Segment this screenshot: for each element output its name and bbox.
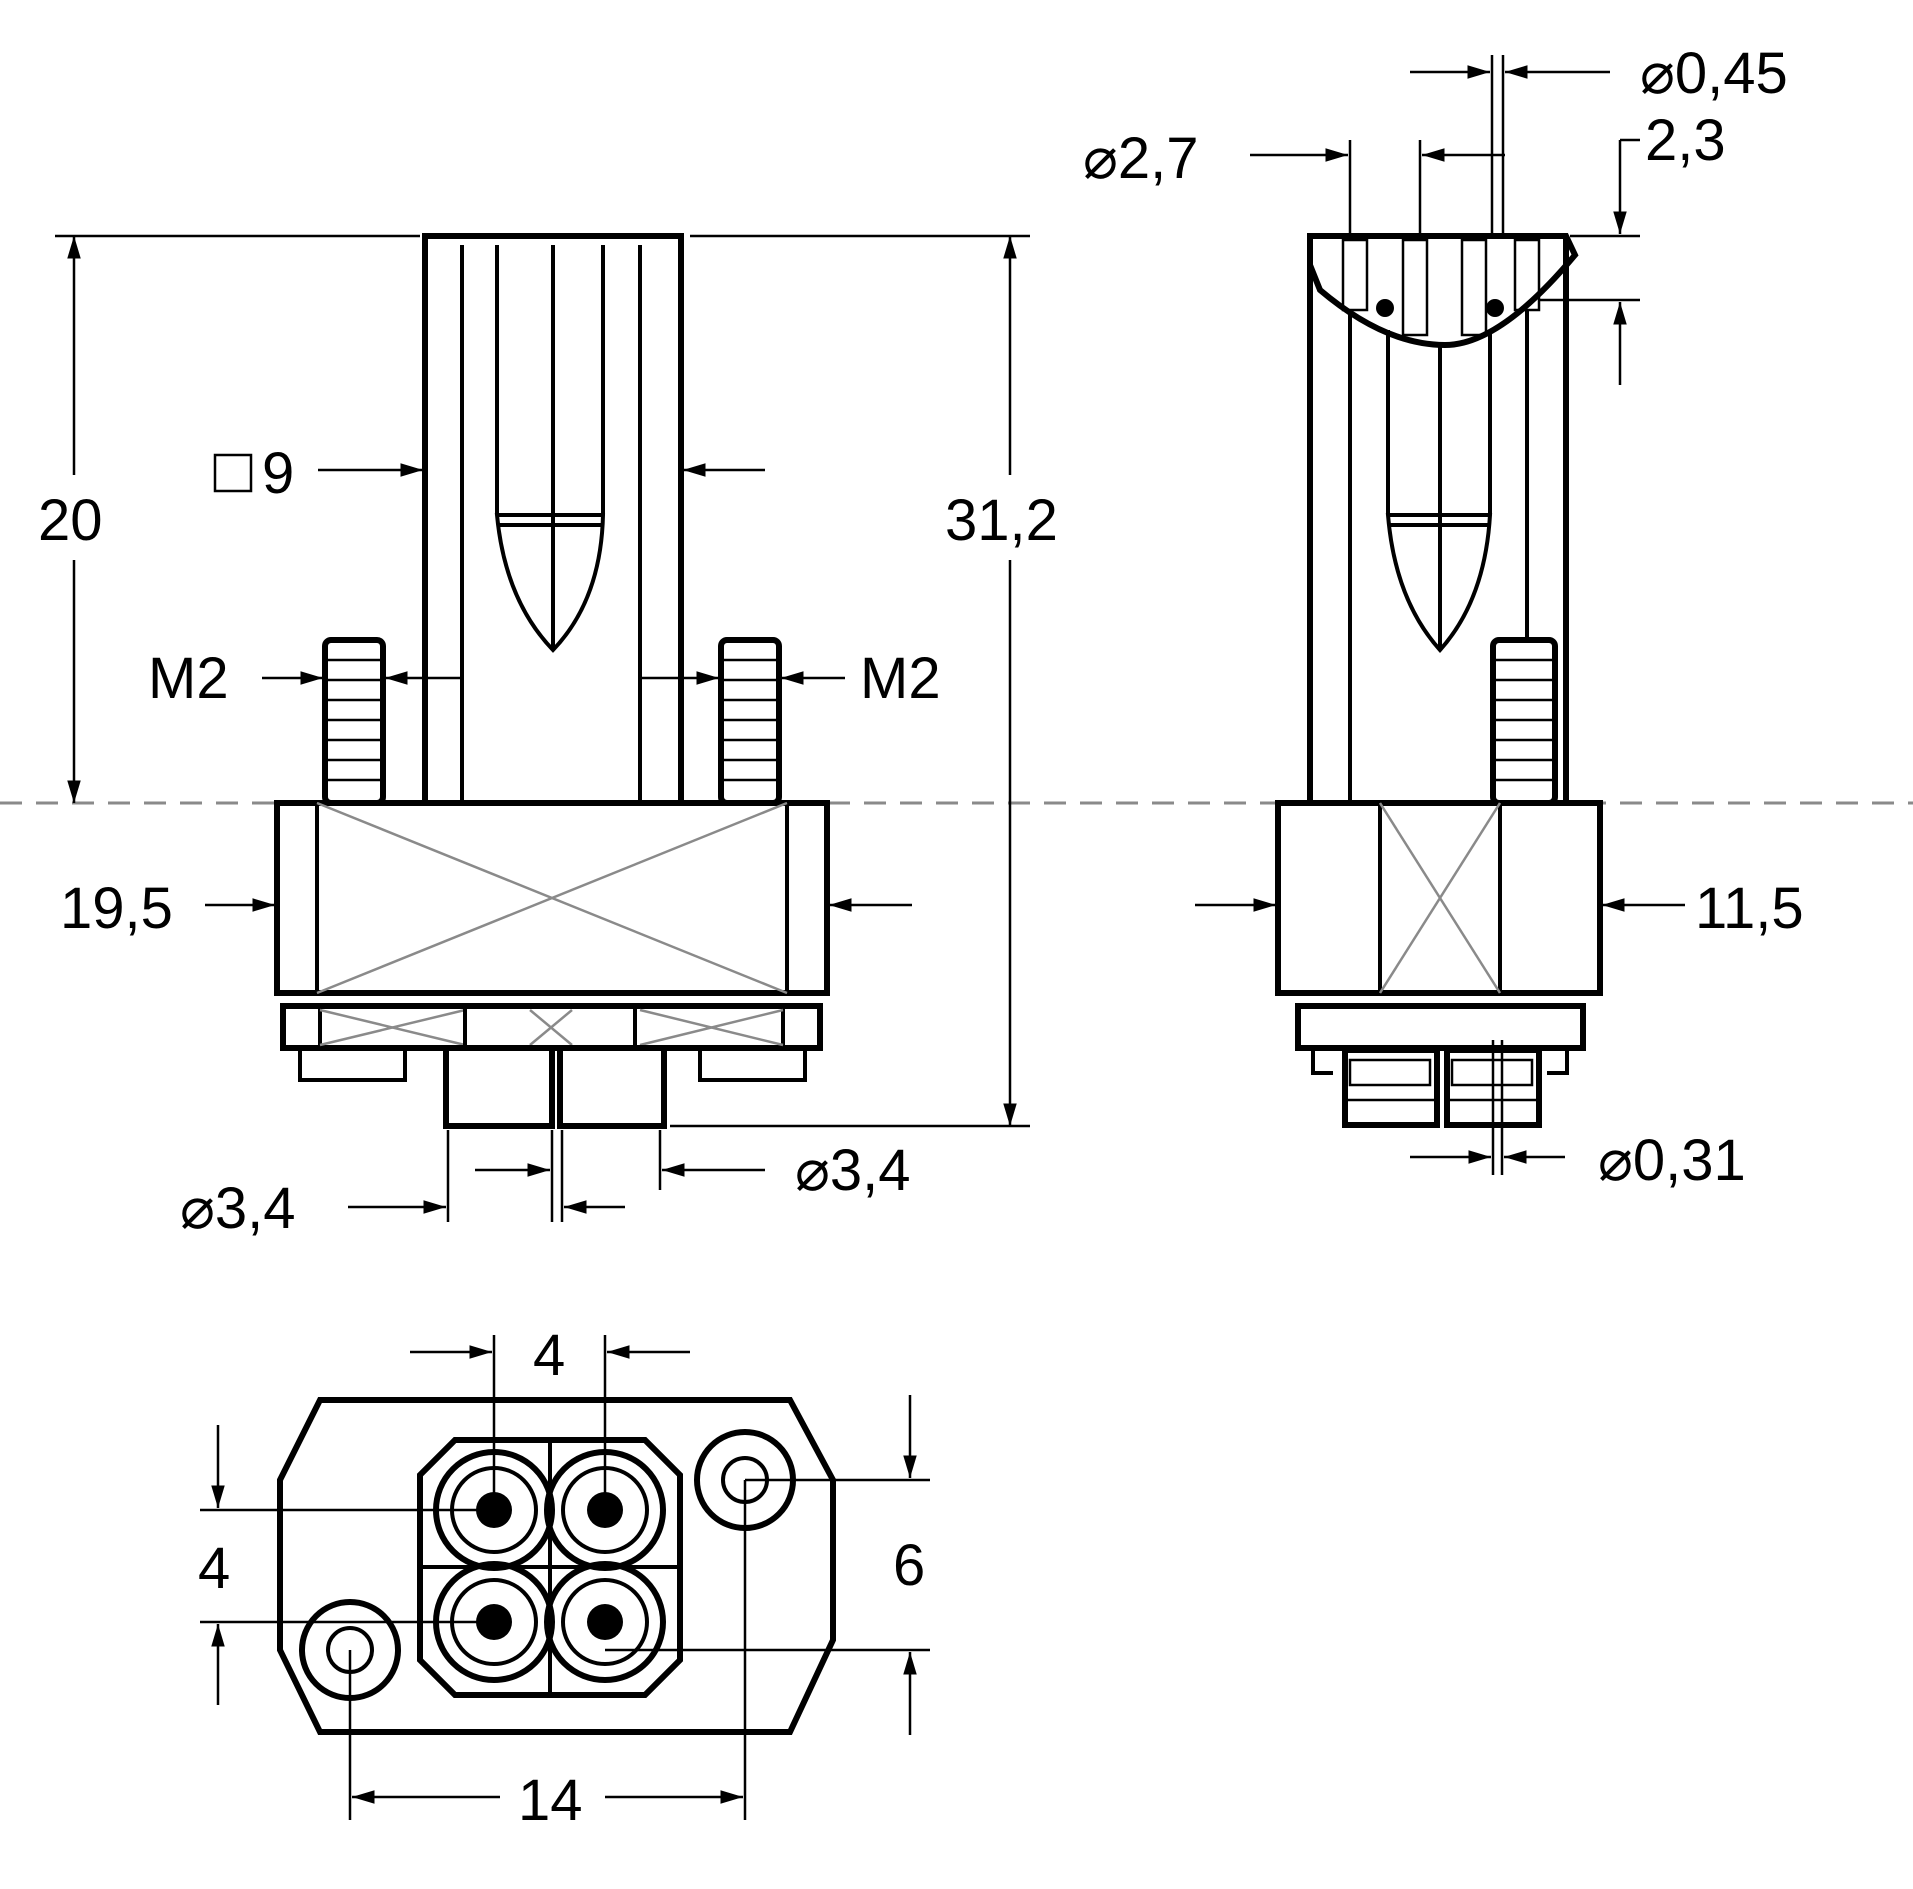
dim-square-9: 9 <box>262 441 294 506</box>
dim-dia-2-7: 2,7 <box>1118 126 1199 191</box>
dim-m2-left: M2 <box>148 646 229 711</box>
dim-31-2: 31,2 <box>945 488 1058 553</box>
svg-text:⌀2,7: ⌀2,7 <box>1083 126 1199 191</box>
dim-dia-3-4-right: 3,4 <box>830 1138 911 1203</box>
dim-offset-6: 6 <box>893 1533 925 1598</box>
dim-19-5: 19,5 <box>60 876 173 941</box>
dim-spacing-14: 14 <box>518 1768 583 1833</box>
thread-left <box>322 637 386 806</box>
svg-text:⌀0,31: ⌀0,31 <box>1598 1128 1746 1193</box>
dim-2-3: 2,3 <box>1645 108 1726 173</box>
diameter-symbol-left: ⌀ <box>180 1176 215 1241</box>
diameter-symbol-right: ⌀ <box>795 1138 830 1203</box>
contact-bottom-right <box>544 1561 666 1683</box>
bottom-view: 4 4 6 14 <box>198 1323 930 1833</box>
dim-m2-right: M2 <box>860 646 941 711</box>
dim-dia-0-31: 0,31 <box>1633 1128 1746 1193</box>
dim-pitch-4-h: 4 <box>533 1323 565 1388</box>
svg-text:⌀0,45: ⌀0,45 <box>1640 41 1788 106</box>
diameter-symbol-0-31: ⌀ <box>1598 1128 1633 1193</box>
dim-pitch-4-v: 4 <box>198 1536 230 1601</box>
dim-dia-0-45: 0,45 <box>1675 41 1788 106</box>
dim-20: 20 <box>38 488 103 553</box>
front-view: 20 31,2 9 M2 M2 19,5 ⌀3,4 ⌀3,4 <box>38 233 1058 1241</box>
dim-11-5: 11,5 <box>1695 876 1804 941</box>
thread-right <box>718 637 782 806</box>
svg-text:⌀3,4: ⌀3,4 <box>180 1176 296 1241</box>
side-view: ⌀2,7 ⌀0,45 2,3 11,5 ⌀0,31 <box>1083 41 1804 1193</box>
dim-dia-3-4-left: 3,4 <box>215 1176 296 1241</box>
svg-text:⌀3,4: ⌀3,4 <box>795 1138 911 1203</box>
diameter-symbol-0-45: ⌀ <box>1640 41 1675 106</box>
diameter-symbol-2-7: ⌀ <box>1083 126 1118 191</box>
